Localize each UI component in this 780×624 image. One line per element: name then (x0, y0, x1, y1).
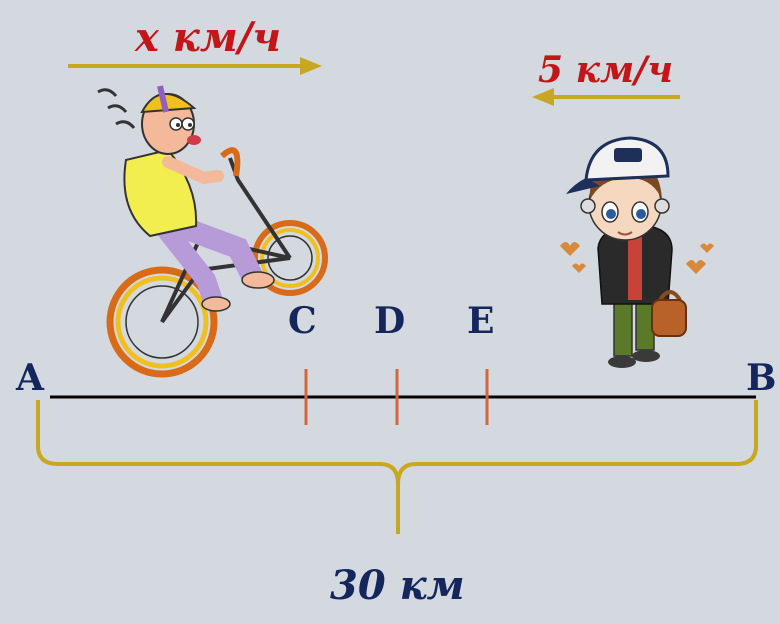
cyclist-cartoon-icon (97, 85, 328, 378)
distance-brace (36, 400, 758, 534)
point-a-label: A (16, 357, 44, 399)
pedestrian-speed-label: 5 км/ч (538, 49, 674, 91)
cyclist-speed-label: x км/ч (135, 14, 282, 61)
point-e-label: E (467, 300, 495, 342)
point-b-label: B (746, 357, 777, 399)
walking-boy-cartoon-icon (560, 136, 714, 368)
pedestrian-direction-arrow (532, 88, 680, 106)
point-d-label: D (374, 300, 406, 342)
cyclist-direction-arrow (68, 57, 322, 75)
point-c-label: C (288, 300, 317, 342)
distance-label: 30 км (330, 562, 465, 609)
